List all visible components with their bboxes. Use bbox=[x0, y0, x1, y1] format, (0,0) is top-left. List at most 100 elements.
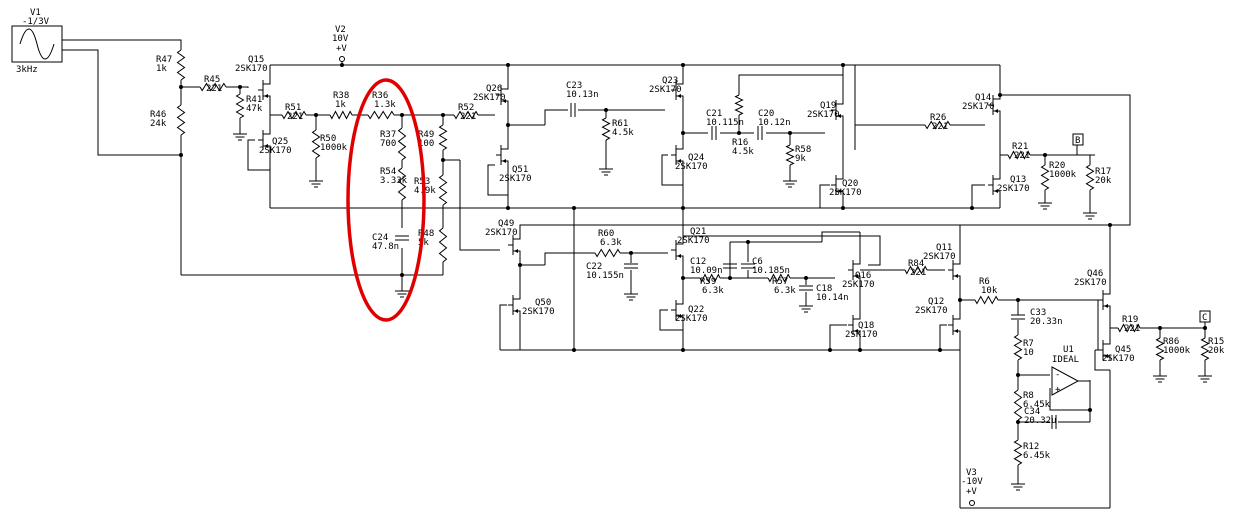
resistor-name: R46 bbox=[150, 110, 166, 120]
transistor-name: Q20 bbox=[842, 179, 858, 189]
transistor-model: 2SK170 bbox=[499, 174, 532, 184]
supply-v2-value: 10V bbox=[332, 34, 349, 44]
transistor-model: 2SK170 bbox=[1102, 354, 1135, 364]
resistor-name: R59 bbox=[700, 277, 716, 287]
transistor-model: 2SK170 bbox=[1074, 278, 1107, 288]
resistor-value: 4.5k bbox=[732, 147, 754, 157]
transistor-name: Q49 bbox=[498, 219, 514, 229]
resistor-value: 10 bbox=[1023, 348, 1034, 358]
opamp-u1-name: U1 bbox=[1063, 345, 1074, 355]
resistor-value: 1k bbox=[335, 100, 346, 110]
resistor-value: 1k bbox=[156, 64, 167, 74]
resistor-name: R58 bbox=[795, 145, 811, 155]
transistor-model: 2SK170 bbox=[473, 93, 506, 103]
supply-v2-name: V2 bbox=[335, 25, 346, 35]
resistor-name: R84 bbox=[908, 259, 924, 269]
resistor-value: 1000k bbox=[320, 143, 348, 153]
resistor-name: R15 bbox=[1208, 337, 1224, 347]
transistor-name: Q24 bbox=[688, 153, 704, 163]
resistor-name: R37 bbox=[380, 130, 396, 140]
capacitor-value: 47.8n bbox=[372, 242, 399, 252]
resistor-name: R16 bbox=[732, 138, 748, 148]
capacitor-name: C23 bbox=[566, 81, 582, 91]
capacitor-value: 20.33n bbox=[1030, 317, 1063, 327]
resistor-name: R20 bbox=[1049, 161, 1065, 171]
resistor-name: R50 bbox=[320, 134, 336, 144]
transistor-name: Q46 bbox=[1087, 269, 1103, 279]
transistor-name: Q19 bbox=[820, 101, 836, 111]
resistor-value: 6.3k bbox=[600, 238, 622, 248]
capacitor-name: C22 bbox=[586, 262, 602, 272]
transistor-model: 2SK170 bbox=[923, 252, 956, 262]
transistor-model: 2SK170 bbox=[845, 330, 878, 340]
capacitor-name: C18 bbox=[816, 284, 832, 294]
junction-dots bbox=[179, 63, 1207, 424]
transistor-name: Q21 bbox=[690, 227, 706, 237]
capacitor-name: C34 bbox=[1024, 407, 1040, 417]
resistor-name: R12 bbox=[1023, 442, 1039, 452]
resistor-value: 221 bbox=[460, 112, 476, 122]
transistor-name: Q16 bbox=[855, 271, 871, 281]
transistor-name: Q25 bbox=[272, 137, 288, 147]
resistor-r8: R86.45k bbox=[1013, 389, 1051, 421]
capacitor-value: 10.12n bbox=[758, 118, 791, 128]
capacitor-value: 10.185n bbox=[752, 266, 790, 276]
transistor-name: Q14 bbox=[975, 93, 991, 103]
resistor-value: 1000k bbox=[1049, 170, 1077, 180]
transistor-name: Q11 bbox=[936, 243, 952, 253]
supply-v2-sign: +V bbox=[336, 44, 347, 54]
resistor-name: R49 bbox=[418, 130, 434, 140]
resistor-name: R7 bbox=[1023, 339, 1034, 349]
resistor-value: 221 bbox=[206, 84, 222, 94]
source-v1: V1 -1/3V 3kHz bbox=[11, 8, 63, 75]
transistor-name: Q13 bbox=[1010, 175, 1026, 185]
resistor-name: R8 bbox=[1023, 391, 1034, 401]
transistor-model: 2SK170 bbox=[235, 64, 268, 74]
capacitor-value: 10.14n bbox=[816, 293, 849, 303]
resistor-name: R41 bbox=[246, 95, 262, 105]
capacitor-name: C33 bbox=[1030, 308, 1046, 318]
resistor-value: 221 bbox=[287, 112, 303, 122]
resistor-value: 6.3k bbox=[702, 286, 724, 296]
transistor-model: 2SK170 bbox=[522, 307, 555, 317]
resistor-name: R60 bbox=[598, 229, 614, 239]
resistor-name: R17 bbox=[1095, 167, 1111, 177]
resistor-value: 3.33k bbox=[380, 176, 408, 186]
transistor-name: Q45 bbox=[1115, 345, 1131, 355]
resistor-name: R48 bbox=[418, 229, 434, 239]
capacitor-name: C24 bbox=[372, 233, 388, 243]
transistor-model: 2SK170 bbox=[962, 102, 995, 112]
resistor-value: 6.45k bbox=[1023, 400, 1051, 410]
transistor-model: 2SK170 bbox=[842, 280, 875, 290]
source-v1-name: V1 bbox=[30, 8, 41, 18]
resistor-value: 1000k bbox=[1163, 346, 1191, 356]
